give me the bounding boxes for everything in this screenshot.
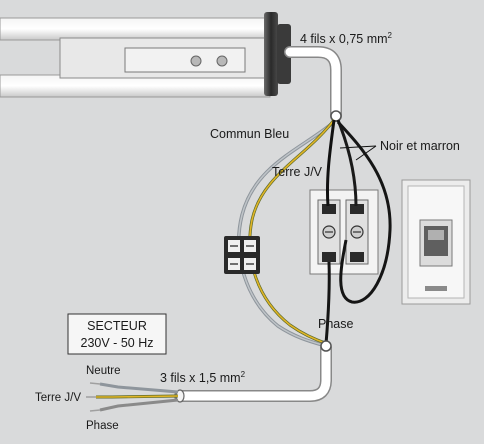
commun-bleu-label: Commun Bleu (210, 127, 289, 141)
secteur-title: SECTEUR (87, 319, 147, 333)
terre-top-label: Terre J/V (272, 165, 323, 179)
terre-bottom-label: Terre J/V (35, 392, 81, 404)
leader-noir-marron-2 (355, 145, 377, 161)
phase-bottom-label: Phase (86, 420, 119, 432)
black-wire (325, 119, 336, 207)
terminal-block-icon (224, 236, 260, 274)
motor-cable-sheath (284, 46, 342, 122)
phase-wire (324, 261, 331, 345)
leader-noir-marron-1 (339, 145, 377, 149)
phase-mid-label: Phase (318, 317, 353, 331)
wall-switch-plate-icon (401, 179, 471, 305)
neutre-label: Neutre (86, 365, 121, 377)
brown-wire (336, 119, 358, 207)
secteur-box: SECTEUR 230V - 50 Hz (67, 313, 167, 355)
supply-wire-ends (86, 382, 179, 412)
supply-cable-label: 3 fils x 1,5 mm2 (160, 370, 246, 385)
noir-marron-label: Noir et marron (380, 139, 460, 153)
double-rocker-switch-icon (309, 189, 379, 275)
motor-cable-label: 4 fils x 0,75 mm2 (300, 31, 393, 46)
secteur-spec: 230V - 50 Hz (81, 336, 154, 350)
tubular-motor-icon (0, 12, 291, 98)
